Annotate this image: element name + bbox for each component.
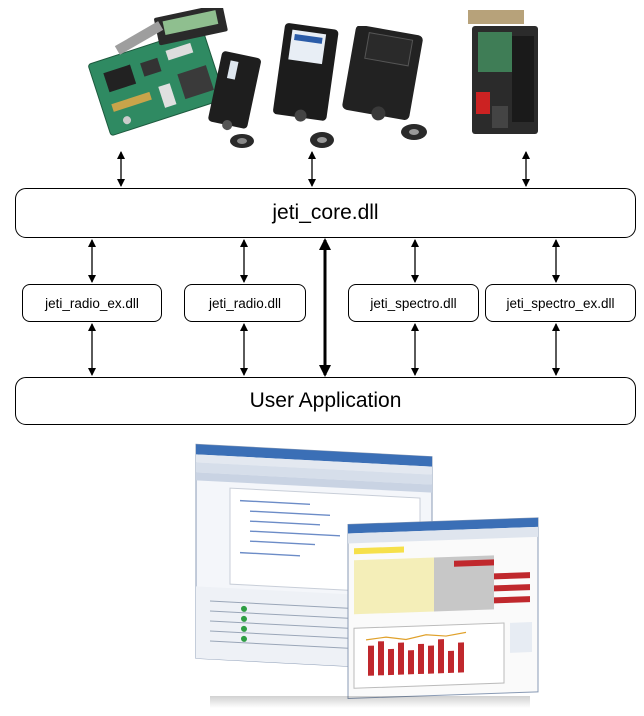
radio-dll-box: jeti_radio.dll: [184, 284, 306, 322]
user-application-label: User Application: [249, 389, 402, 412]
spectro-dll-box: jeti_spectro.dll: [348, 284, 479, 322]
spectro-ex-dll-box: jeti_spectro_ex.dll: [485, 284, 636, 322]
software-screenshots-image: [195, 443, 539, 708]
dll-label: jeti_radio_ex.dll: [45, 295, 139, 311]
spectrometer-large-image: [342, 26, 427, 140]
spectroradiometer-module-image: [468, 10, 538, 134]
core-dll-box: jeti_core.dll: [15, 188, 636, 238]
dll-label: jeti_radio.dll: [208, 295, 282, 311]
dll-label: jeti_spectro_ex.dll: [506, 295, 615, 311]
core-dll-label: jeti_core.dll: [272, 201, 379, 224]
spectrometer-small-image: [208, 51, 261, 148]
radio-ex-dll-box: jeti_radio_ex.dll: [22, 284, 162, 322]
spectrometer-medium-image: [273, 23, 339, 148]
user-application-box: User Application: [15, 377, 636, 425]
dll-label: jeti_spectro.dll: [370, 295, 457, 311]
circuit-board-device-image: [88, 8, 228, 136]
